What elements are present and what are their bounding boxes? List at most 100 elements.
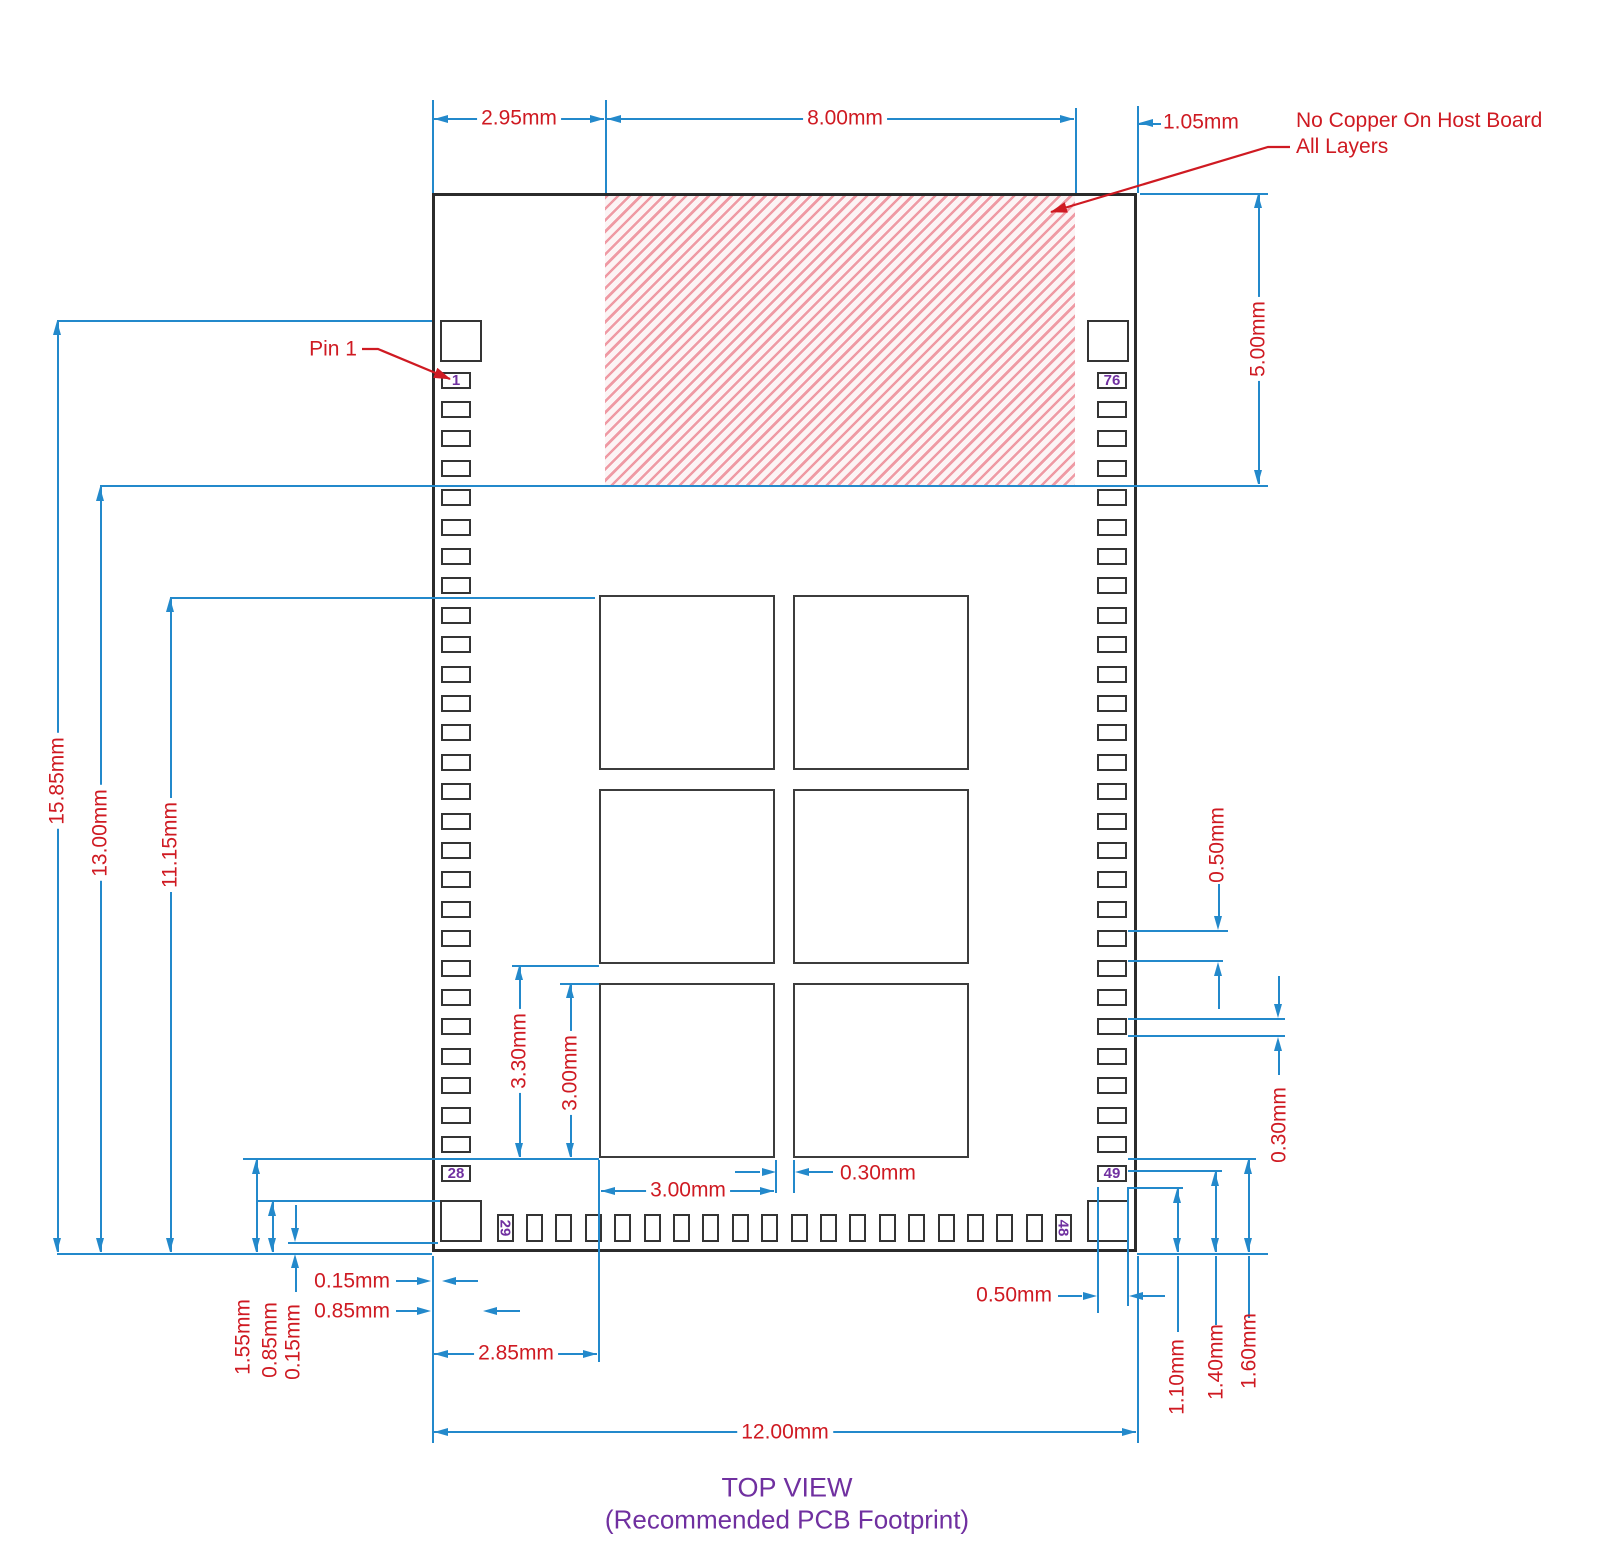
pin-pad — [441, 813, 471, 830]
dimension-line — [256, 1160, 258, 1252]
thermal-pad — [599, 789, 775, 964]
drawing-title: TOP VIEW — [721, 1472, 853, 1503]
pin-pad — [441, 989, 471, 1006]
dimension-line — [1177, 1256, 1179, 1332]
pin-pad — [441, 930, 471, 947]
dim-left-to-keepout: 2.95mm — [477, 106, 561, 130]
dimension-arrowhead — [53, 1238, 61, 1252]
dimension-line — [1215, 1172, 1217, 1252]
dimension-line — [735, 1171, 760, 1173]
pin-pad — [441, 783, 471, 800]
dim-keepout-right: 1.05mm — [1163, 110, 1239, 134]
dimension-arrowhead — [1274, 1004, 1282, 1018]
dimension-arrowhead — [1211, 1172, 1219, 1186]
pin-pad — [967, 1214, 984, 1242]
dimension-line — [396, 1280, 417, 1282]
corner-pad — [1087, 320, 1129, 362]
dimension-arrowhead — [166, 598, 174, 612]
dimension-line — [1128, 930, 1228, 932]
pin-pad — [1097, 901, 1127, 918]
dim-pin-width: 0.50mm — [976, 1283, 1052, 1307]
dimension-arrowhead — [1129, 1292, 1143, 1300]
drawing-subtitle: (Recommended PCB Footprint) — [604, 1504, 970, 1535]
pin-pad — [1097, 754, 1127, 771]
pin-number-label: 76 — [1103, 372, 1121, 389]
pin-pad — [1097, 695, 1127, 712]
thermal-pad — [599, 595, 775, 770]
dimension-line — [1137, 1253, 1268, 1255]
dim-keepout-width: 8.00mm — [803, 106, 887, 130]
dimension-line — [432, 100, 434, 193]
dimension-line — [258, 1200, 440, 1202]
pin-pad — [441, 548, 471, 565]
dimension-arrowhead — [252, 1160, 260, 1174]
dimension-line — [288, 1242, 438, 1244]
pin-pad — [441, 1107, 471, 1124]
pin-pad — [1097, 430, 1127, 447]
dimension-line — [170, 598, 172, 1252]
dimension-arrowhead — [434, 115, 448, 123]
pin-pad — [1097, 1077, 1127, 1094]
pin-pad-76: 76 — [1097, 372, 1127, 389]
pin-pad — [820, 1214, 837, 1242]
pin-number-label: 1 — [451, 372, 461, 389]
pin-pad — [1097, 666, 1127, 683]
dimension-arrowhead — [1173, 1189, 1181, 1203]
dimension-line — [100, 485, 1268, 487]
dimension-line — [456, 1280, 478, 1282]
pin-pad — [441, 577, 471, 594]
dimension-arrowhead — [1214, 962, 1222, 976]
dimension-arrowhead — [515, 966, 523, 980]
pin-pad — [1097, 460, 1127, 477]
dim-edge-inset: 0.15mm — [314, 1269, 390, 1293]
pin-pad — [441, 636, 471, 653]
dimension-arrowhead — [96, 1238, 104, 1252]
pin-pad — [614, 1214, 631, 1242]
dimension-line — [1177, 1189, 1179, 1252]
dimension-arrowhead — [1244, 1238, 1252, 1252]
dimension-line — [272, 1202, 274, 1252]
dimension-arrowhead — [252, 1238, 260, 1252]
dimension-arrowhead — [1274, 1037, 1282, 1051]
dimension-line — [1278, 976, 1280, 1004]
dimension-arrowhead — [1211, 1238, 1219, 1252]
pin-pad — [879, 1214, 896, 1242]
dimension-arrowhead — [515, 1143, 523, 1157]
pin-pad — [441, 519, 471, 536]
dimension-arrowhead — [566, 984, 574, 998]
pin-pad — [441, 724, 471, 741]
dimension-line — [1128, 1170, 1222, 1172]
pin-pad — [441, 1048, 471, 1065]
no-copper-note-line2: All Layers — [1296, 135, 1389, 158]
dimension-line — [1128, 1187, 1183, 1189]
pin-pad — [1097, 401, 1127, 418]
dim-thermal-left-offset: 2.85mm — [474, 1341, 558, 1365]
pin-pad — [908, 1214, 925, 1242]
pin-pad — [1097, 989, 1127, 1006]
dimension-arrowhead — [483, 1307, 497, 1315]
dimension-line — [1218, 884, 1220, 916]
pin-pad — [441, 842, 471, 859]
pin-pad — [1097, 783, 1127, 800]
pin-pad — [441, 901, 471, 918]
pin-number-label: 28 — [447, 1165, 465, 1182]
dimension-arrowhead — [291, 1254, 299, 1268]
corner-pad — [1087, 1200, 1129, 1242]
dimension-line — [793, 1160, 795, 1193]
dimension-line — [432, 1256, 434, 1443]
dimension-line — [57, 320, 432, 322]
dimension-arrowhead — [268, 1238, 276, 1252]
pin-pad — [1097, 548, 1127, 565]
dimension-arrowhead — [760, 1187, 774, 1195]
dimension-arrowhead — [1244, 1160, 1252, 1174]
dimension-line — [243, 1158, 599, 1160]
dimension-line — [57, 1253, 432, 1255]
pin-pad-48: 48 — [1055, 1214, 1072, 1242]
pin-pad — [996, 1214, 1013, 1242]
pin-pad — [1097, 636, 1127, 653]
dimension-line — [1127, 1187, 1129, 1306]
dimension-arrowhead — [601, 1187, 615, 1195]
pin-pad — [441, 754, 471, 771]
dimension-line — [560, 983, 599, 985]
